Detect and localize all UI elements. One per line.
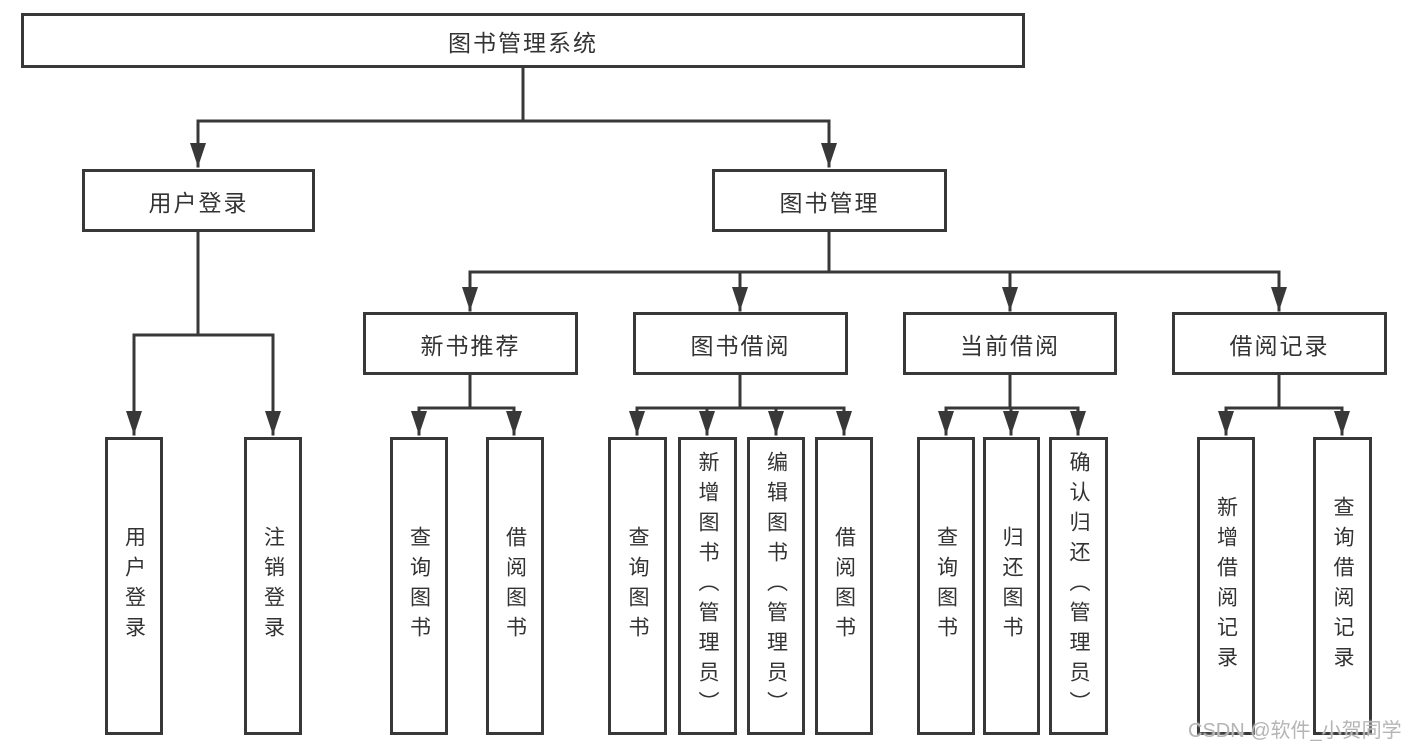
leaf-query-books-borrow: 查询图书 <box>608 437 667 735</box>
leaf-edit-books-admin: 编辑图书（管理员） <box>747 437 805 735</box>
node-label: 图书管理系统 <box>448 29 598 56</box>
leaf-add-books-admin: 新增图书（管理员） <box>678 437 737 735</box>
leaf-confirm-return-admin: 确认归还（管理员） <box>1049 437 1108 735</box>
leaf-return-books: 归还图书 <box>983 437 1040 735</box>
node-user-login: 用户登录 <box>82 169 315 232</box>
node-label: 借阅记录 <box>1229 332 1330 359</box>
leaf-label: 编辑图书（管理员） <box>764 451 788 721</box>
watermark: CSDN @软件_小贺同学 <box>1188 720 1402 742</box>
leaf-label: 用户登录 <box>122 526 146 646</box>
leaf-label: 确认归还（管理员） <box>1067 451 1091 721</box>
leaf-label: 查询借阅记录 <box>1331 496 1355 676</box>
node-label: 用户登录 <box>148 189 249 216</box>
leaf-query-books-recommend: 查询图书 <box>390 437 448 735</box>
leaf-logout: 注销登录 <box>244 437 302 735</box>
leaf-user-login: 用户登录 <box>105 437 163 735</box>
node-book-borrowing: 图书借阅 <box>633 312 848 375</box>
node-new-book-recommendation: 新书推荐 <box>363 312 578 375</box>
leaf-label: 借阅图书 <box>832 526 856 646</box>
node-library-management-system: 图书管理系统 <box>21 13 1025 68</box>
leaf-borrow-books-recommend: 借阅图书 <box>486 437 544 735</box>
leaf-label: 查询图书 <box>934 526 958 646</box>
leaf-label: 新增借阅记录 <box>1214 496 1238 676</box>
node-label: 图书借阅 <box>690 332 791 359</box>
leaf-label: 查询图书 <box>626 526 650 646</box>
node-book-management: 图书管理 <box>712 169 947 232</box>
node-label: 新书推荐 <box>420 332 521 359</box>
node-current-borrowing: 当前借阅 <box>903 312 1117 375</box>
node-label: 图书管理 <box>779 189 880 216</box>
leaf-label: 新增图书（管理员） <box>696 451 720 721</box>
node-label: 当前借阅 <box>960 332 1060 359</box>
leaf-add-borrow-record: 新增借阅记录 <box>1197 437 1255 735</box>
leaf-label: 查询图书 <box>407 526 431 646</box>
leaf-query-borrow-record: 查询借阅记录 <box>1313 437 1372 735</box>
leaf-label: 借阅图书 <box>503 526 527 646</box>
leaf-query-books-current: 查询图书 <box>917 437 975 735</box>
leaf-label: 注销登录 <box>261 526 285 646</box>
node-borrowing-records: 借阅记录 <box>1172 312 1387 375</box>
leaf-label: 归还图书 <box>1000 526 1024 646</box>
leaf-borrow-books: 借阅图书 <box>815 437 873 735</box>
